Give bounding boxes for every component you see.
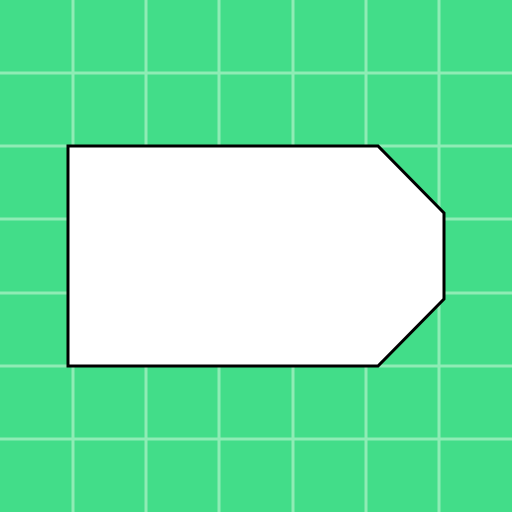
- tag-shape: [66, 144, 446, 368]
